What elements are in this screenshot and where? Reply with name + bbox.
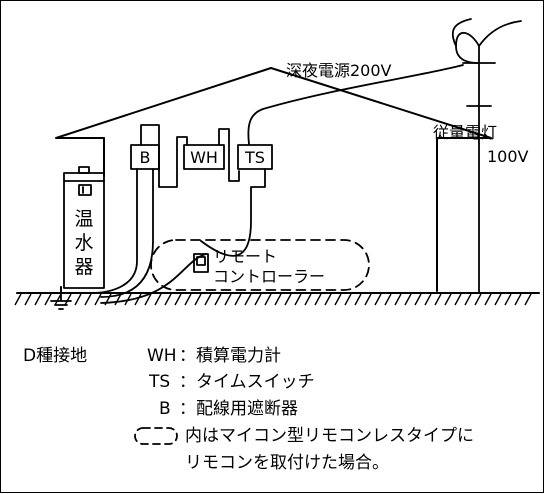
remote-icon [193, 253, 209, 273]
legend-note-line2: リモコンを取付けた場合。 [185, 453, 389, 473]
service-wire-right [478, 20, 522, 47]
heater-char-1: 温 [74, 208, 94, 230]
ground-hatching [14, 293, 532, 306]
remote-label-line2: コントローラー [213, 267, 326, 286]
ground-symbol [50, 286, 72, 310]
house-outline [55, 67, 492, 292]
wire-b-heater-2 [100, 168, 154, 298]
legend-note-line1: 内はマイコン型リモコンレスタイプに [185, 426, 474, 446]
wire-b-wh [140, 124, 188, 188]
legend-b-key: B [159, 399, 171, 419]
wire-ts-heater [200, 168, 266, 257]
service-wire-tail [451, 18, 472, 47]
legend-wh-key: WH [147, 346, 177, 366]
wire-wh-ts [218, 128, 240, 182]
legend-ground: D種接地 [23, 346, 88, 366]
box-ts [237, 144, 273, 170]
service-wire-left [455, 31, 480, 64]
legend-dashed-symbol [134, 427, 178, 445]
legend-wh-desc: ：積算電力計 [179, 346, 281, 366]
wire-b-heater-1 [90, 168, 138, 294]
legend-ts-key: TS [149, 372, 171, 392]
box-wh [183, 144, 225, 170]
box-ts-label: TS [245, 148, 265, 167]
heater-gauge [78, 184, 92, 196]
late-night-power-label: 深夜電源200V [286, 61, 392, 80]
late-night-wire [247, 64, 464, 145]
heater-cap [78, 166, 90, 174]
box-b-label: B [139, 148, 151, 167]
box-wh-label: WH [190, 148, 218, 167]
heater-char-2: 水 [74, 232, 94, 254]
heater-char-3: 器 [74, 256, 94, 278]
metered-light-voltage: 100V [487, 147, 529, 166]
remote-dashed-area [150, 239, 370, 291]
legend-ts-desc: ：タイムスイッチ [179, 372, 315, 392]
metered-light-label: 従量電灯 [433, 123, 498, 142]
legend-b-desc: ：配線用遮断器 [179, 399, 298, 419]
remote-label-line1: リモート [213, 247, 278, 266]
